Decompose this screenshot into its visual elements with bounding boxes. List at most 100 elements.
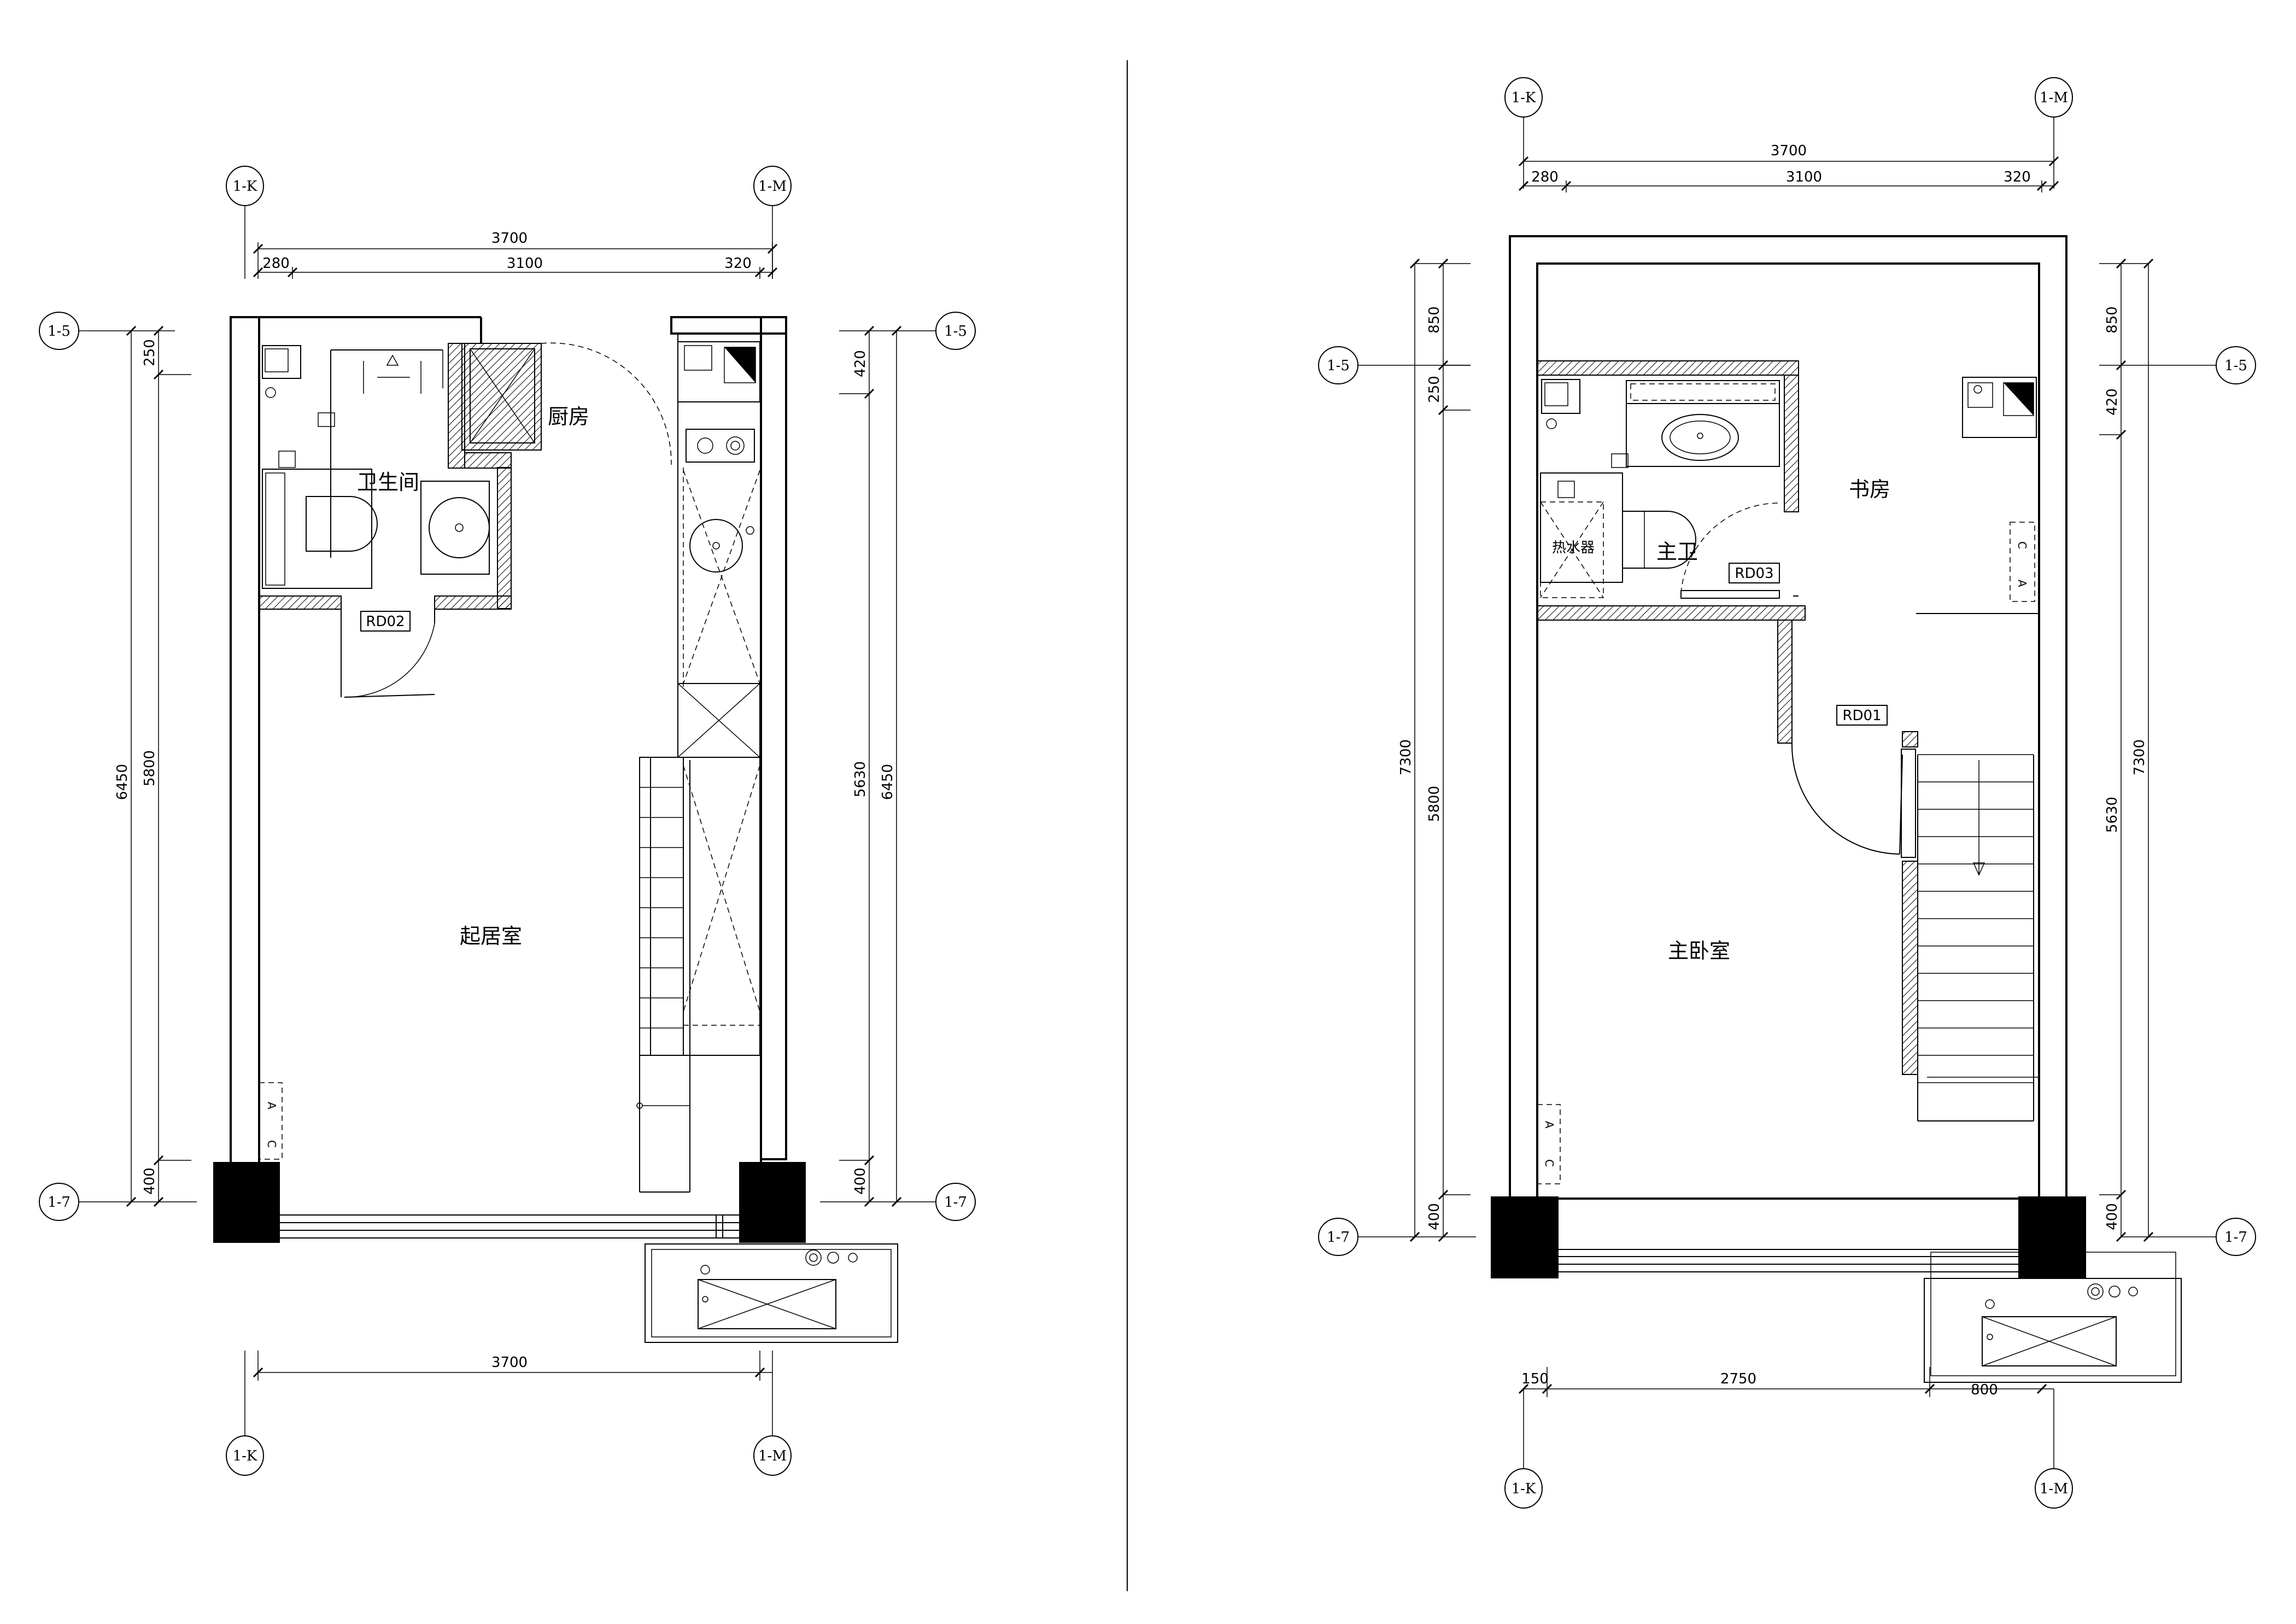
svg-text:850: 850	[2104, 306, 2121, 334]
master-bath-door-tag: RD03	[1735, 565, 1773, 582]
study-electric-box: C A	[2010, 522, 2035, 602]
dimension-bottom-r: 150 2750 800	[1518, 1367, 2054, 1398]
bedroom-door[interactable]: RD01	[1791, 705, 1903, 855]
svg-text:280: 280	[1531, 169, 1559, 185]
svg-text:1-7: 1-7	[944, 1194, 967, 1211]
room-label-master-bedroom: 主卧室	[1668, 939, 1730, 963]
axis-bubble-17-right-r: 1-7	[2121, 1218, 2256, 1256]
room-label-study: 书房	[1849, 477, 1890, 501]
column-left-r	[1491, 1196, 1559, 1278]
axis-bubble-1M-bottom-r: 1-M	[2035, 1389, 2073, 1509]
svg-text:400: 400	[1426, 1203, 1443, 1230]
dimension-bottom: 3700	[253, 1351, 772, 1381]
bathroom-door-tag: RD02	[366, 614, 405, 630]
svg-text:420: 420	[852, 350, 869, 377]
svg-text:1-K: 1-K	[1512, 90, 1536, 106]
svg-text:1-M: 1-M	[2040, 90, 2068, 106]
bedroom-door-tag: RD01	[1842, 708, 1881, 724]
dimension-left-r: 7300 5800 850 250 400	[1398, 258, 1471, 1242]
svg-text:3700: 3700	[491, 1354, 528, 1371]
svg-text:1-M: 1-M	[2040, 1481, 2068, 1497]
window-frame	[280, 1214, 739, 1239]
axis-bubble-1K-top-r: 1-K	[1504, 77, 1543, 189]
svg-text:3700: 3700	[1771, 143, 1807, 159]
svg-text:1-K: 1-K	[1512, 1481, 1536, 1497]
right-plan: 1-K 1-M 1-5 1-7 1-5 1-7	[1318, 77, 2256, 1509]
svg-text:1-K: 1-K	[233, 178, 257, 195]
room-label-living: 起居室	[460, 924, 522, 948]
dimension-right-r: 850 420 5630 7300 400	[2099, 258, 2154, 1242]
study-counter	[1962, 377, 2037, 438]
dimension-left: 6450 5800 250 400	[114, 325, 191, 1207]
electric-box: A C	[259, 1082, 283, 1160]
bedroom-electric-box: A C	[1537, 1104, 1561, 1184]
master-bath-door[interactable]: RD03	[1680, 503, 1780, 594]
axis-bubble-17-right: 1-7	[820, 1183, 976, 1221]
balcony-r	[1924, 1252, 2182, 1383]
svg-text:1-5: 1-5	[2224, 358, 2247, 374]
svg-text:1-5: 1-5	[48, 323, 71, 340]
svg-text:6450: 6450	[114, 764, 131, 800]
svg-text:1-7: 1-7	[1327, 1229, 1350, 1246]
svg-text:150: 150	[1521, 1371, 1549, 1387]
svg-text:320: 320	[2004, 169, 2031, 185]
svg-text:C: C	[265, 1140, 278, 1148]
svg-text:400: 400	[2104, 1203, 2121, 1230]
axis-bubble-15-right: 1-5	[839, 312, 976, 350]
svg-text:2750: 2750	[1720, 1371, 1756, 1387]
master-bath-walls	[1537, 360, 1806, 744]
svg-text:C: C	[2016, 541, 2029, 549]
kitchen-door-swing	[541, 342, 672, 465]
svg-text:A: A	[1543, 1121, 1556, 1129]
svg-text:850: 850	[1426, 306, 1443, 334]
label-water-heater: 热水器	[1552, 540, 1595, 556]
svg-text:280: 280	[262, 255, 290, 272]
room-label-kitchen: 厨房	[548, 405, 589, 429]
svg-text:C: C	[1543, 1159, 1556, 1167]
staircase-r	[1901, 731, 2039, 1121]
svg-text:A: A	[265, 1102, 278, 1109]
svg-text:320: 320	[724, 255, 752, 272]
svg-text:A: A	[2016, 580, 2029, 587]
svg-text:1-7: 1-7	[48, 1194, 71, 1211]
axis-bubble-1M-bottom: 1-M	[753, 1351, 792, 1476]
kitchen-storage	[683, 468, 760, 689]
room-label-bathroom: 卫生间	[357, 470, 419, 494]
svg-text:250: 250	[1426, 376, 1443, 403]
dimension-right: 5630 6450 420 400	[839, 325, 902, 1207]
stair-landing	[677, 683, 760, 758]
svg-text:7300: 7300	[2131, 739, 2148, 775]
axis-bubble-1K-bottom-r: 1-K	[1504, 1389, 1543, 1509]
bathroom-door[interactable]: RD02	[344, 611, 435, 698]
svg-text:800: 800	[1971, 1382, 1998, 1398]
svg-text:1-7: 1-7	[2224, 1229, 2247, 1246]
svg-text:400: 400	[852, 1167, 869, 1195]
svg-text:5800: 5800	[1426, 786, 1443, 822]
bathroom-fixtures	[262, 345, 490, 589]
dimension-top: 3700 280 3100 320	[253, 230, 778, 279]
svg-text:1-K: 1-K	[233, 1448, 257, 1464]
svg-text:420: 420	[2104, 388, 2121, 416]
svg-text:250: 250	[142, 339, 158, 366]
svg-text:1-M: 1-M	[758, 1448, 787, 1464]
svg-text:1-5: 1-5	[944, 323, 967, 340]
window-frame-r	[1559, 1249, 2018, 1272]
axis-bubble-17-left-r: 1-7	[1318, 1218, 1476, 1256]
svg-text:3100: 3100	[507, 255, 543, 272]
left-plan: 1-K 1-M 1-5 1-7 1-5 1-7	[39, 166, 976, 1476]
exterior-walls-r	[1509, 235, 2067, 1200]
svg-text:1-5: 1-5	[1327, 358, 1350, 374]
room-label-master-bath: 主卫	[1656, 540, 1698, 564]
column-right	[739, 1162, 806, 1243]
axis-bubble-1K-bottom: 1-K	[226, 1351, 264, 1476]
svg-text:400: 400	[142, 1167, 158, 1195]
axis-bubble-17-left: 1-7	[39, 1183, 197, 1221]
column-left	[213, 1162, 280, 1243]
axis-bubble-1M-top-r: 1-M	[2035, 77, 2073, 189]
kitchen-counter	[677, 341, 760, 684]
svg-text:5630: 5630	[2104, 797, 2121, 833]
svg-text:5630: 5630	[852, 761, 869, 797]
svg-text:1-M: 1-M	[758, 178, 787, 195]
axis-bubble-15-right-r: 1-5	[2121, 346, 2256, 384]
